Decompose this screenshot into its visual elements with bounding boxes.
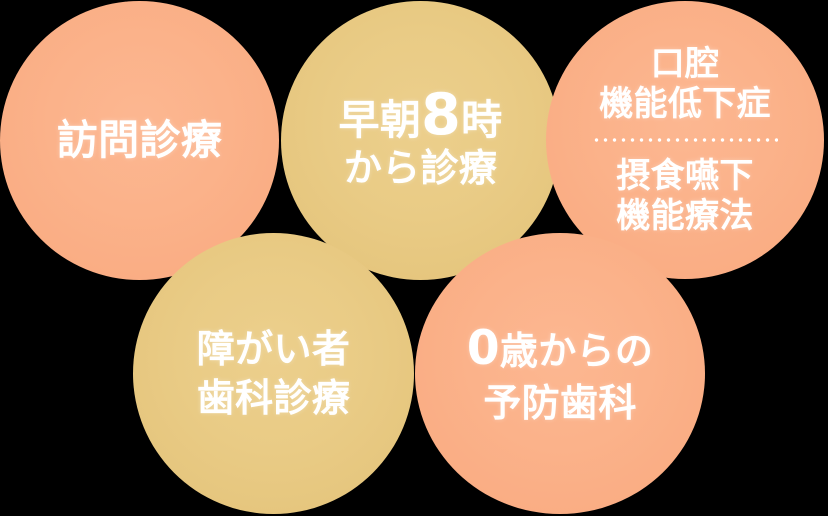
bubble-oral-function-group-b-line-2: 機能療法 [616, 195, 754, 236]
bubble-oral-function-group-a-line-1: 口腔 [650, 44, 720, 85]
bubble-early-morning-line-2: から診療 [343, 146, 498, 191]
bubble-disability-dentistry[interactable]: 障がい者 歯科診療 [133, 233, 414, 514]
dotted-divider-icon [592, 137, 778, 142]
bubble-preventive-dentistry-number: 0 [466, 321, 500, 377]
bubble-oral-function-group-a-line-2: 機能低下症 [599, 84, 771, 125]
bubble-early-morning-headline: 早朝 8 時 [338, 81, 503, 148]
bubble-oral-function[interactable]: 口腔 機能低下症 摂食嚥下 機能療法 [546, 1, 824, 279]
bubble-preventive-dentistry-line-2: 予防歯科 [483, 380, 637, 425]
bubble-oral-function-group-b-line-1: 摂食嚥下 [616, 155, 754, 196]
bubble-disability-dentistry-line-2: 歯科診療 [196, 375, 351, 420]
bubble-early-morning-prefix: 早朝 [338, 95, 422, 144]
bubble-preventive-dentistry-suffix: 歳からの [499, 329, 654, 374]
bubble-visiting-care[interactable]: 訪問診療 [0, 1, 279, 280]
bubble-visiting-care-line-1: 訪問診療 [56, 116, 223, 165]
bubble-early-morning-number: 8 [421, 81, 462, 148]
bubble-early-morning-hours[interactable]: 早朝 8 時 から診療 [281, 1, 560, 280]
bubble-disability-dentistry-line-1: 障がい者 [196, 326, 351, 371]
bubble-preventive-dentistry-headline: 0 歳からの [467, 321, 653, 376]
bubble-preventive-dentistry[interactable]: 0 歳からの 予防歯科 [415, 233, 705, 514]
bubble-early-morning-suffix: 時 [461, 95, 503, 144]
